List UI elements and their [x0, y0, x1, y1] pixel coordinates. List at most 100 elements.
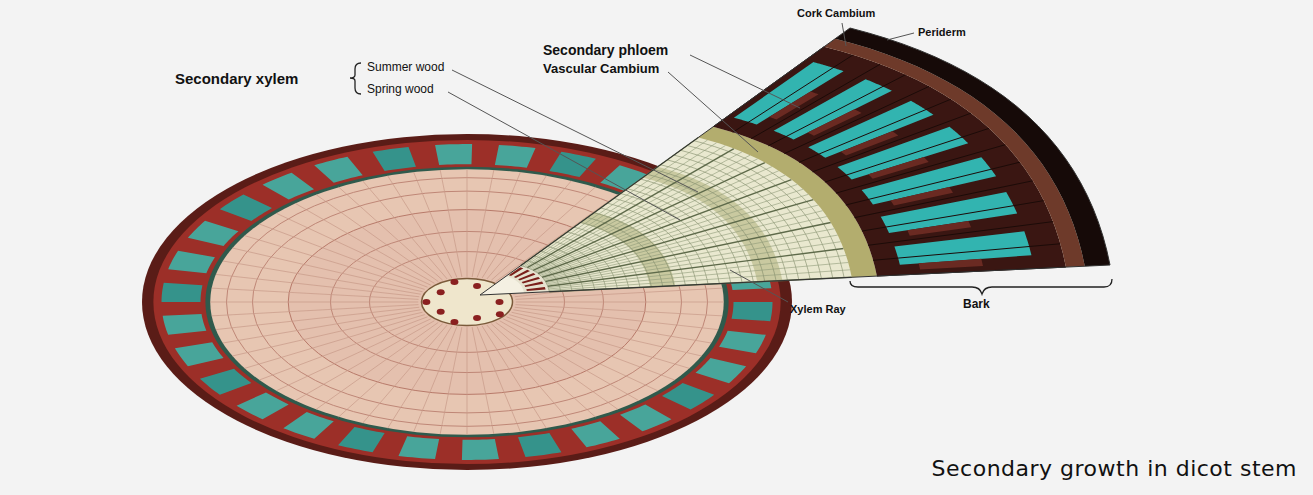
part-label: Secondary phloem: [543, 42, 668, 58]
phloem-ray: [768, 75, 905, 146]
primary-xylem-spot: [473, 315, 481, 321]
phloem-block: [435, 144, 472, 165]
xylem-ray: [210, 302, 418, 303]
xylem-ray: [472, 327, 494, 434]
xylem-ray: [232, 312, 422, 356]
xylem-ray: [440, 327, 462, 434]
stem-section: [142, 134, 792, 470]
phloem-ray: [825, 128, 989, 182]
phloem-ray: [733, 55, 853, 132]
xylem-ray: [512, 312, 702, 356]
primary-xylem-spot: [496, 311, 504, 317]
part-label: Summer wood: [367, 61, 444, 75]
phloem-ray: [855, 181, 1033, 218]
phloem-block: [732, 302, 773, 321]
leader-line: [452, 70, 698, 192]
xylem-ray: [440, 170, 462, 277]
xylem-ray: [339, 187, 443, 280]
xylem-ray: [388, 176, 452, 278]
primary-xylem-spot: [522, 277, 540, 283]
xylem-ray: [245, 315, 425, 369]
xylem-ray: [472, 170, 494, 277]
phloem-block: [338, 427, 385, 452]
cell-wall: [543, 205, 818, 278]
primary-xylem-spot: [524, 282, 543, 287]
cell-wall: [532, 159, 758, 270]
leader-line: [668, 72, 758, 152]
xylem-ray: [477, 172, 520, 277]
primary-xylem-spot: [473, 283, 481, 289]
part-label: Vascular Cambium: [543, 62, 659, 77]
primary-xylem-spot: [450, 279, 458, 285]
xylem-ray: [276, 319, 431, 391]
phloem-block: [200, 369, 251, 395]
xylem-ray: [223, 261, 421, 294]
phloem-block: [283, 412, 333, 439]
cell-wall: [548, 248, 844, 286]
xylem-ray: [216, 274, 419, 296]
xylem-ray: [414, 172, 457, 277]
phloem-ray: [751, 64, 880, 138]
xylem-ray: [515, 307, 718, 329]
phloem-block: [398, 436, 439, 459]
cell-wall: [527, 149, 734, 268]
xylem-ray: [363, 181, 448, 279]
phloem-block: [462, 439, 499, 460]
primary-xylem-spot: [450, 319, 458, 325]
phloem-block: [549, 152, 596, 177]
cell-wall: [526, 146, 726, 268]
phloem-block: [495, 145, 536, 168]
bark-bracket: [850, 279, 1112, 294]
cell-wall: [536, 171, 779, 272]
phloem-block: [373, 147, 416, 171]
xylem-ray: [487, 325, 572, 423]
phloem-block: [518, 433, 561, 457]
phloem-ray: [846, 162, 1020, 205]
xylem-ray: [467, 169, 468, 277]
part-label: Bark: [963, 298, 990, 312]
xylem-ray: [216, 307, 419, 329]
cell-wall: [522, 140, 707, 266]
xylem-ray: [212, 305, 419, 316]
xylem-ray: [295, 203, 434, 283]
cell-wall: [534, 167, 772, 271]
phloem-block: [188, 221, 239, 246]
xylem-ray: [516, 302, 724, 303]
xylem-ray: [363, 325, 448, 423]
xylem-ray: [259, 317, 427, 380]
primary-xylem-spot: [437, 289, 445, 295]
xylem-ray: [513, 310, 711, 343]
leader-line: [842, 23, 846, 46]
phloem-ray: [868, 222, 1053, 246]
phloem-ray: [873, 244, 1060, 261]
part-label: Secondary xylem: [175, 70, 298, 87]
leaders: [350, 23, 1112, 302]
xylem-bracket: [350, 63, 361, 94]
phloem-patch: [919, 259, 983, 270]
part-label: Cork Cambium: [797, 7, 875, 20]
xylem-ray: [467, 327, 468, 435]
xylem-ray: [491, 324, 595, 417]
leader-line: [730, 270, 788, 302]
leader-line: [887, 33, 914, 40]
phloem-block: [162, 283, 203, 302]
phloem-block: [719, 331, 766, 354]
phloem-ray: [784, 86, 929, 153]
phloem-block: [696, 358, 747, 383]
periderm: [835, 28, 1110, 266]
phloem-ray: [836, 145, 1006, 194]
primary-xylem-spot: [437, 309, 445, 315]
phloem-patch: [891, 187, 953, 205]
figure-caption: Secondary growth in dicot stem: [932, 456, 1297, 481]
phloem-block: [175, 342, 224, 366]
primary-xylem-spot: [496, 299, 504, 305]
part-label: Periderm: [918, 26, 966, 39]
primary-xylem-spot: [422, 299, 430, 305]
xylem-ray: [414, 327, 457, 432]
xylem-ray: [223, 310, 421, 343]
cell-wall: [547, 242, 840, 285]
phloem-block: [314, 157, 362, 183]
xylem-ray: [316, 195, 438, 282]
part-label: Spring wood: [367, 83, 434, 97]
